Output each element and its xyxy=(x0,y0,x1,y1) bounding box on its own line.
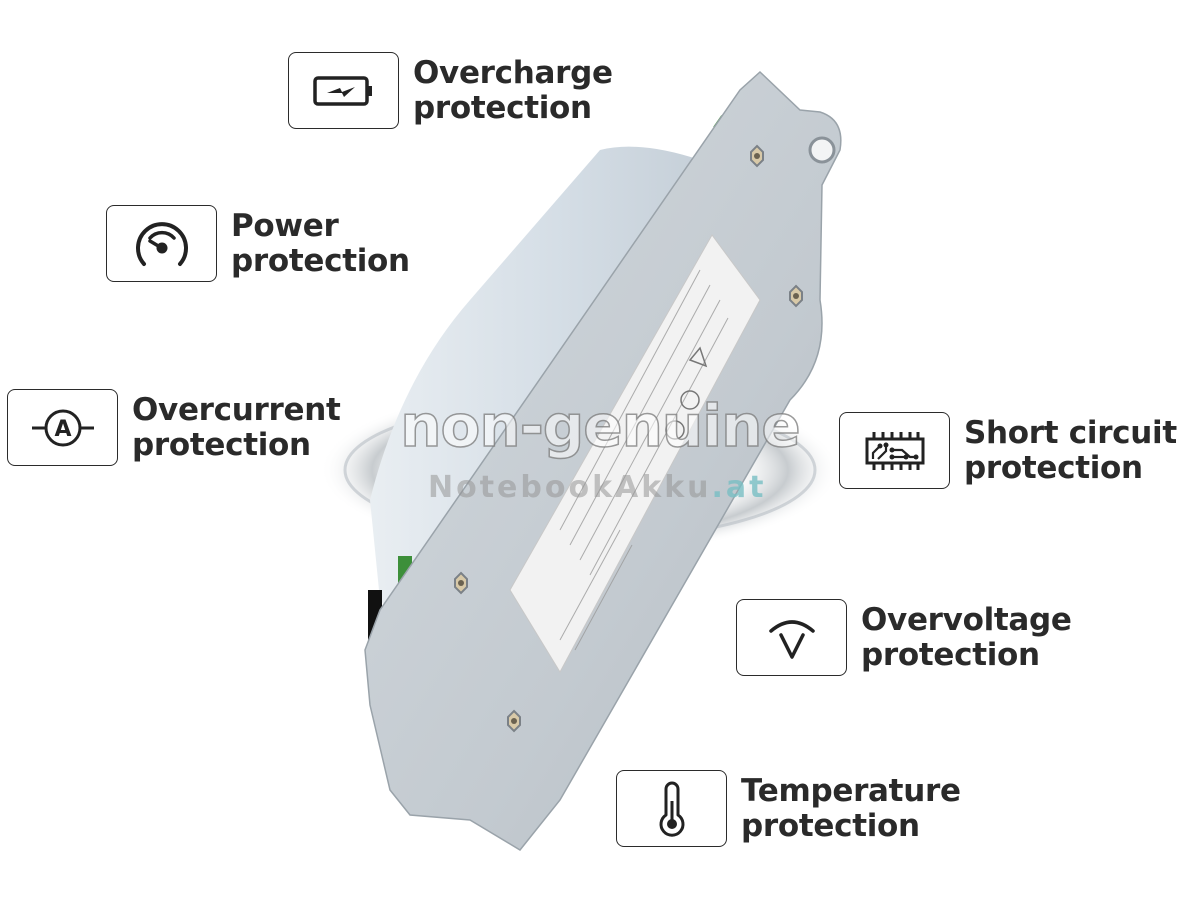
label-line2: protection xyxy=(413,89,592,126)
icon-box-overvoltage xyxy=(736,599,847,676)
label-line2: protection xyxy=(231,242,410,279)
voltage-icon xyxy=(768,619,815,659)
label-overcurrent: Overcurrent protection xyxy=(132,391,341,463)
feature-overcurrent: A Overcurrent protection xyxy=(7,389,341,466)
label-power: Power protection xyxy=(231,207,410,279)
icon-box-overcurrent: A xyxy=(7,389,118,466)
battery-bolt-icon xyxy=(312,75,372,106)
label-overvoltage: Overvoltage protection xyxy=(861,601,1072,673)
feature-temperature: Temperature protection xyxy=(616,770,961,847)
label-line2: protection xyxy=(741,807,920,844)
watermark-site-name: NotebookAkku xyxy=(428,470,712,505)
watermark-site-tld: .at xyxy=(711,470,767,505)
label-line1: Short circuit xyxy=(964,414,1177,451)
label-line2: protection xyxy=(861,636,1040,673)
icon-box-short-circuit xyxy=(839,412,950,489)
feature-short-circuit: Short circuit protection xyxy=(839,412,1177,489)
label-line1: Overvoltage xyxy=(861,601,1072,638)
product-label-sticker xyxy=(509,234,761,674)
circuit-chip-icon xyxy=(865,431,924,470)
feature-overvoltage: Overvoltage protection xyxy=(736,599,1072,676)
label-line1: Overcurrent xyxy=(132,391,341,428)
watermark-site: NotebookAkku.at xyxy=(428,470,767,505)
thermometer-icon xyxy=(659,781,684,837)
icon-box-power xyxy=(106,205,217,282)
ammeter-icon: A xyxy=(31,409,94,446)
label-short-circuit: Short circuit protection xyxy=(964,414,1177,486)
watermark-non-genuine: non-genuine xyxy=(400,391,802,461)
icon-box-temperature xyxy=(616,770,727,847)
svg-text:A: A xyxy=(54,417,71,442)
label-line1: Overcharge xyxy=(413,54,613,91)
label-line1: Power xyxy=(231,207,339,244)
gauge-icon xyxy=(135,221,188,266)
label-line2: protection xyxy=(964,449,1143,486)
label-temperature: Temperature protection xyxy=(741,772,961,844)
icon-box-overcharge xyxy=(288,52,399,129)
label-line1: Temperature xyxy=(741,772,961,809)
feature-overcharge: Overcharge protection xyxy=(288,52,613,129)
label-overcharge: Overcharge protection xyxy=(413,54,613,126)
feature-power: Power protection xyxy=(106,205,410,282)
label-line2: protection xyxy=(132,426,311,463)
